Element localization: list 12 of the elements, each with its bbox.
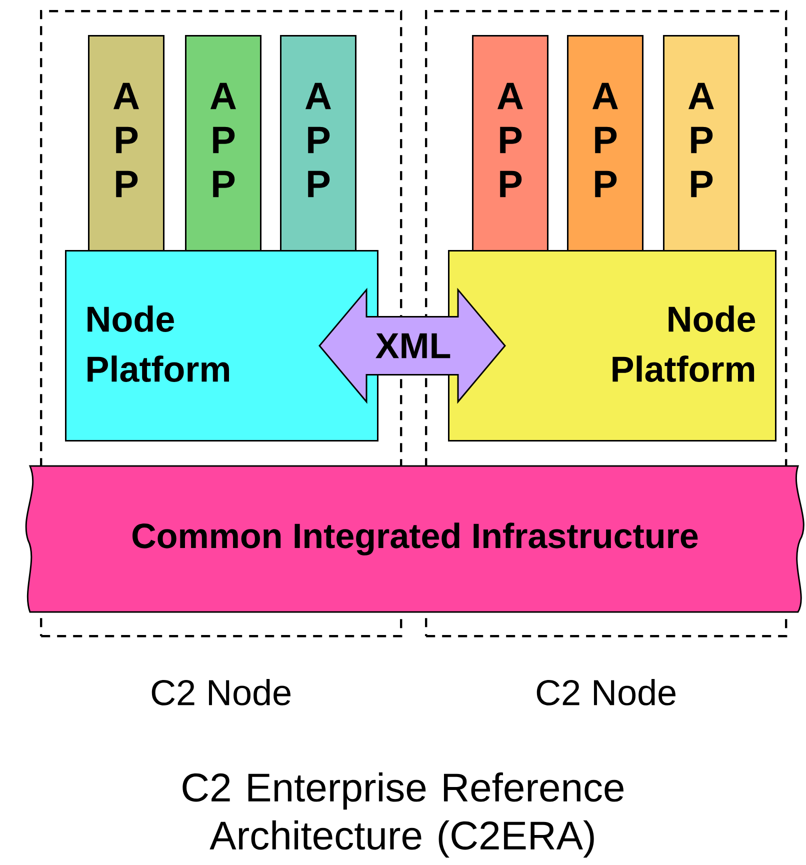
- app-box: A P P: [185, 35, 262, 252]
- app-box: A P P: [88, 35, 164, 252]
- app-box: A P P: [663, 35, 740, 252]
- node-label: C2 Node: [536, 679, 676, 706]
- double-arrow: [318, 288, 506, 404]
- caption: C2 Enterprise Reference Architecture (C2ERA): [182, 772, 624, 858]
- app-box: A P P: [567, 35, 644, 252]
- app-box: A P P: [472, 35, 548, 252]
- infrastructure-band: Common Integrated Infrastructure: [25, 465, 804, 613]
- edge-label: XML: [376, 333, 450, 358]
- app-box: A P P: [280, 35, 356, 252]
- node-label: C2 Node: [152, 679, 290, 706]
